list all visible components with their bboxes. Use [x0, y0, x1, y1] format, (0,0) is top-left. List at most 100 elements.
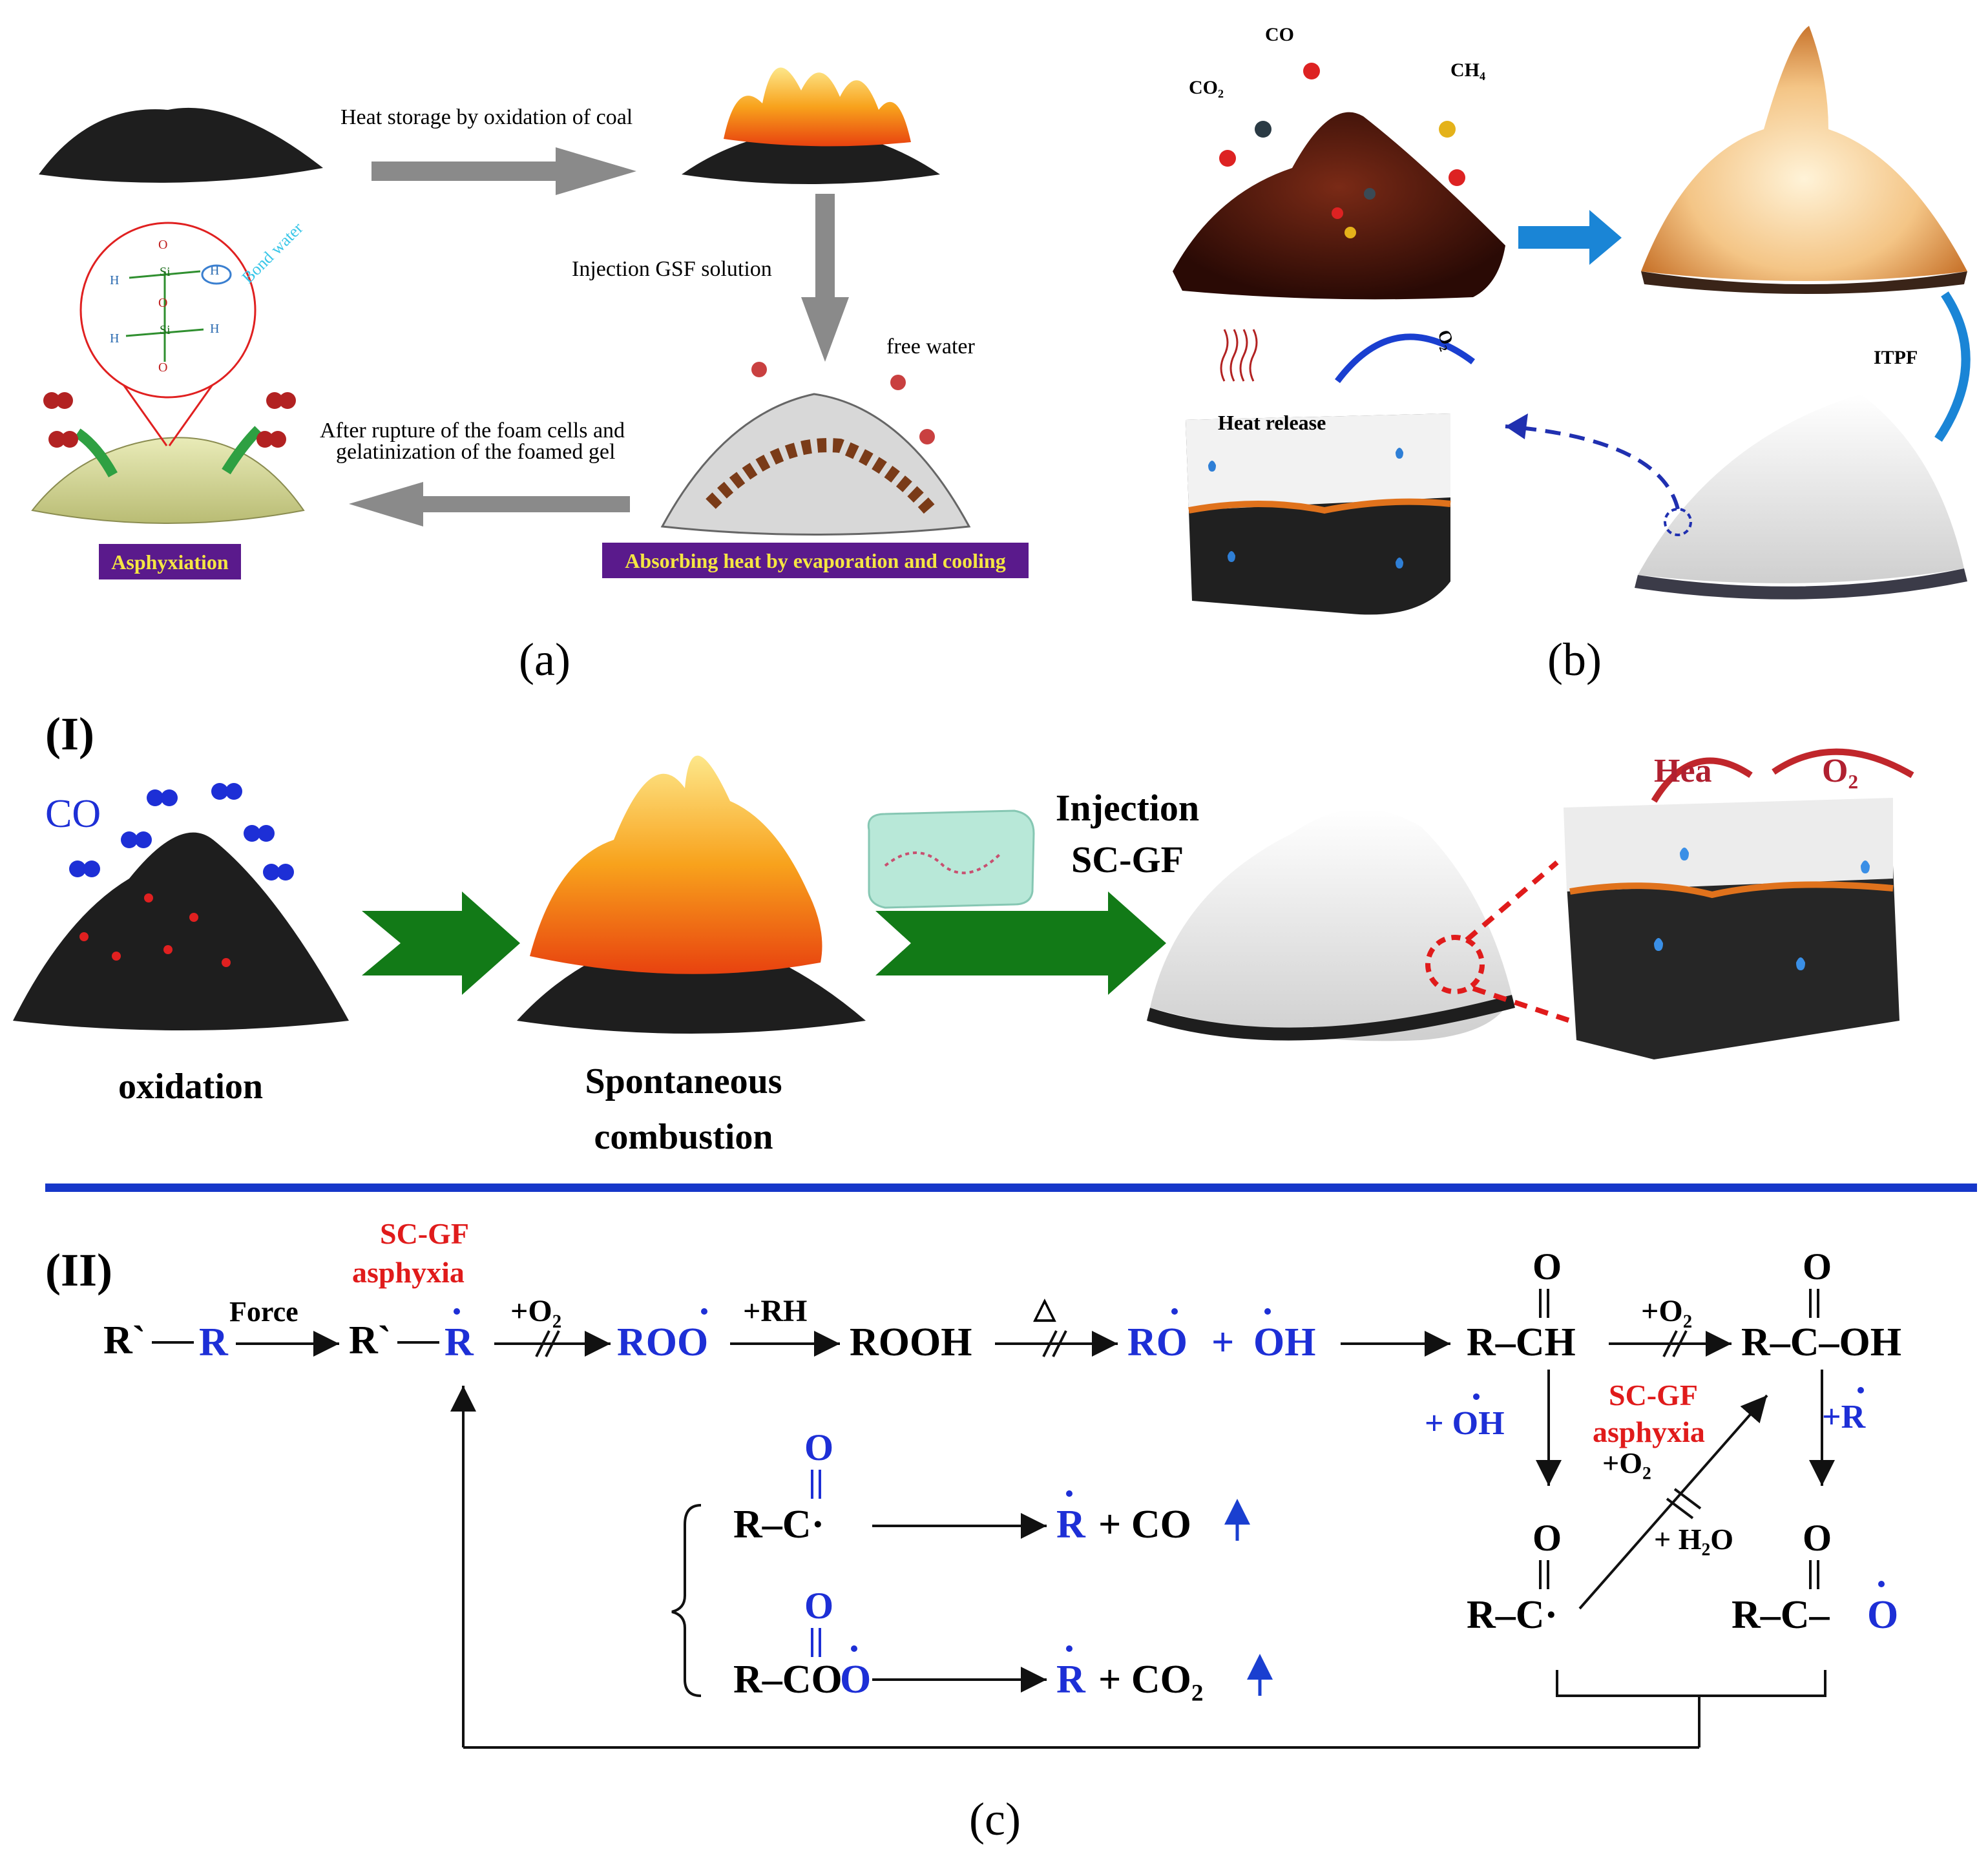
gas-molecule-icon — [1449, 169, 1465, 186]
radical-dot — [1264, 1308, 1271, 1315]
label-heat-release: Heat release — [1218, 411, 1326, 434]
label-hea: Hea — [1654, 753, 1712, 789]
block-mark — [1673, 1488, 1702, 1510]
o-atom: O — [158, 238, 167, 252]
block-mark — [545, 1330, 560, 1357]
coal-pile-icon — [13, 832, 349, 1030]
water-drop-icon — [1861, 860, 1870, 873]
fire-seam — [1569, 881, 1894, 899]
ember-pile — [1173, 112, 1505, 300]
gas-molecule-icon — [1345, 227, 1356, 238]
ro-radical: RO — [1127, 1320, 1188, 1364]
label-co2: CO₂ — [1189, 77, 1224, 98]
h-atom: H — [110, 273, 119, 287]
heat-wave-icon — [1229, 329, 1239, 382]
plus-co2: + CO₂ — [1098, 1658, 1203, 1702]
block-mark — [535, 1330, 550, 1357]
water-drop-icon — [1396, 448, 1403, 459]
zoom-line-top — [1465, 860, 1559, 943]
green-curve-arrow-left — [74, 428, 118, 477]
label-injection: Injection — [1056, 787, 1199, 829]
radical-dot — [1857, 1387, 1864, 1393]
green-arrow-right — [875, 892, 1166, 995]
gas-molecule-icon — [1255, 121, 1271, 138]
plus-o2-2: +O₂ — [1641, 1294, 1692, 1328]
fire-seam — [1188, 498, 1451, 514]
radical-dot — [701, 1308, 707, 1315]
panel-b: CO CO₂ CH₄ ITPF — [1173, 24, 1971, 685]
acyl-radical-2: R–C· — [733, 1503, 824, 1547]
gray-arrow-down — [801, 194, 849, 362]
gel-cube-icon — [867, 809, 1035, 909]
panel-c-part2: (II) R` R Force R` R SC-GF asphyxia +O₂ … — [45, 1217, 1901, 1845]
blue-dashed-arrow — [1505, 424, 1680, 510]
co-molecules — [69, 783, 294, 881]
acyl-radical: R–C· — [1467, 1593, 1558, 1637]
plus-oh: + OH — [1425, 1405, 1505, 1442]
gas-molecule-icon — [1439, 121, 1456, 138]
radical-dot — [851, 1645, 857, 1652]
radical-dot — [1066, 1645, 1072, 1652]
flame-icon — [530, 755, 822, 974]
rooh: ROOH — [850, 1320, 972, 1364]
oxygen-atom: O — [1803, 1246, 1832, 1288]
heat-wave-icon — [1239, 329, 1248, 382]
block-mark — [1662, 1330, 1678, 1357]
asphyxia-label-2: asphyxia — [1593, 1415, 1705, 1448]
gray-arrow-left — [349, 482, 630, 527]
badge-asphyxiation — [99, 544, 241, 579]
gas-molecule-icon — [61, 431, 78, 448]
block-mark — [1666, 1497, 1694, 1519]
silicate-structure: Si Si O O O H H H H — [110, 238, 219, 375]
oh-radical: OH — [1253, 1320, 1315, 1364]
section-divider — [45, 1183, 1977, 1192]
o-atom: O — [158, 360, 167, 375]
oxidation-dots — [79, 893, 231, 967]
carboxyl-radical: R–C– — [1732, 1593, 1830, 1637]
badge-absorbing-heat — [602, 543, 1029, 578]
radical-dot — [1878, 1581, 1885, 1587]
radical-dot — [1473, 1393, 1480, 1400]
label-itpf: ITPF — [1874, 347, 1918, 368]
heat-wave-icon — [1220, 329, 1229, 382]
glowing-pile — [1641, 26, 1967, 281]
coal-pile-icon — [39, 107, 323, 183]
gel-pile-icon — [31, 437, 305, 524]
oxygen-radical-2: O — [840, 1658, 871, 1702]
r-prime: R` — [103, 1319, 145, 1362]
gas-molecule-icon — [919, 429, 935, 444]
step3-line1: After rupture of the foam cells and — [320, 419, 625, 443]
label-bond-water: Bond water — [238, 218, 307, 287]
foam-pile-icon — [1638, 394, 1964, 583]
block-mark — [1052, 1330, 1067, 1357]
h-atom: H — [110, 331, 119, 346]
panel-a: Heat storage by oxidation of coal Inject… — [31, 67, 1029, 685]
oxygen-atom: O — [804, 1585, 833, 1627]
r-prime-2: R` — [349, 1319, 391, 1362]
zoom-line-bottom — [1472, 986, 1571, 1023]
gas-molecule-icon — [279, 392, 296, 409]
oxygen-atom: O — [804, 1426, 833, 1468]
gas-molecule-icon — [43, 392, 60, 409]
label-force: Force — [229, 1296, 298, 1328]
plus-co: + CO — [1098, 1503, 1191, 1547]
blue-curve-arrow-itpf — [1934, 291, 1971, 442]
radical-dot — [1066, 1490, 1072, 1497]
r-radical-product: R — [1056, 1503, 1086, 1547]
oxygen-radical: O — [1867, 1593, 1898, 1637]
gas-molecule-icon — [751, 362, 767, 377]
step-heat-storage: Heat storage by oxidation of coal — [340, 105, 633, 129]
radical-dot — [1171, 1308, 1178, 1315]
red-curve-arrow-o2 — [1772, 748, 1914, 778]
water-drop-icon — [1208, 461, 1216, 472]
acyloxy-radical: R–CO — [733, 1658, 842, 1702]
label-ch4: CH₄ — [1450, 59, 1485, 81]
radical-dot — [454, 1308, 460, 1315]
block-mark — [1042, 1330, 1058, 1357]
label-co-part1: CO — [45, 792, 101, 836]
coal-pieces — [706, 438, 936, 516]
gas-molecule-icon — [1303, 63, 1320, 79]
water-drop-icon — [1796, 957, 1805, 970]
foam-pile-base — [1147, 995, 1515, 1041]
